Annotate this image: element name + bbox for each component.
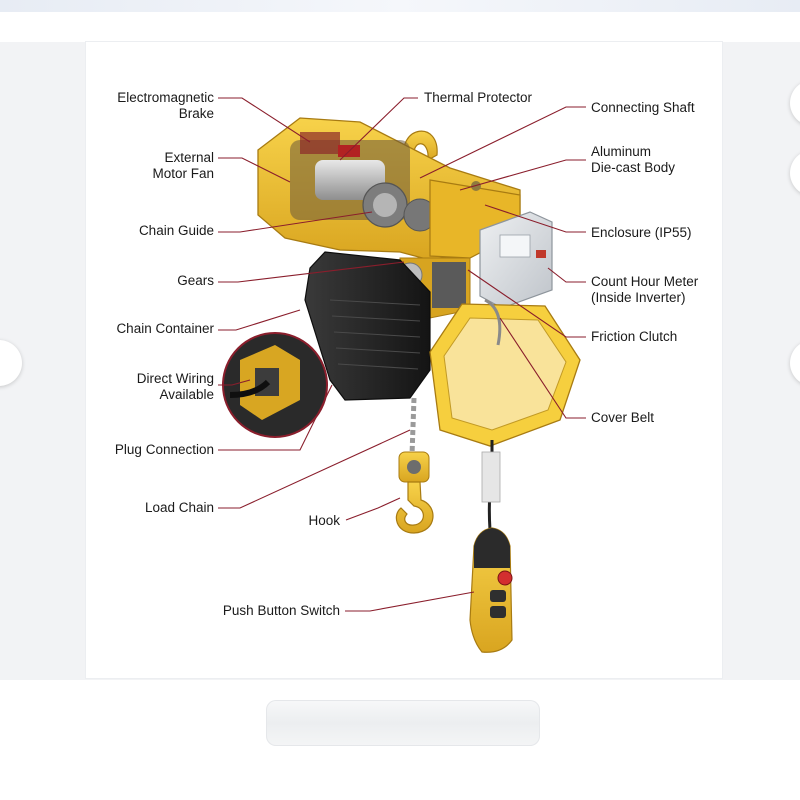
carousel-prev-button[interactable] [0, 340, 22, 386]
label-external-motor-fan-1: External [164, 150, 214, 165]
hook [395, 451, 434, 534]
chain-container [304, 251, 431, 401]
cover-belt-panel [429, 298, 581, 447]
label-count-hour-meter-1: Count Hour Meter [591, 274, 699, 289]
top-strip [0, 0, 800, 12]
label-chain-guide: Chain Guide [139, 223, 214, 238]
load-chain [409, 397, 417, 456]
label-push-button-switch: Push Button Switch [223, 603, 340, 618]
label-hook: Hook [308, 513, 340, 528]
label-count-hour-meter-2: (Inside Inverter) [591, 290, 686, 305]
label-enclosure: Enclosure (IP55) [591, 225, 692, 240]
label-chain-container: Chain Container [116, 321, 214, 336]
label-friction-clutch: Friction Clutch [591, 329, 677, 344]
label-direct-wiring-1: Direct Wiring [137, 371, 214, 386]
motor-cutaway [290, 132, 465, 243]
product-image-card: Electromagnetic Brake External Motor Fan… [86, 42, 722, 678]
placeholder-pill [266, 700, 540, 746]
label-load-chain: Load Chain [145, 500, 214, 515]
carousel-next-button-mid[interactable] [790, 150, 800, 196]
top-band [0, 12, 800, 42]
hoist-diagram: Electromagnetic Brake External Motor Fan… [115, 90, 699, 653]
label-aluminum-body-1: Aluminum [591, 144, 651, 159]
hoist-illustration [222, 117, 581, 653]
carousel-next-button[interactable] [790, 340, 800, 386]
push-button-pendant [469, 527, 513, 653]
label-thermal-protector: Thermal Protector [424, 90, 533, 105]
label-direct-wiring-2: Available [159, 387, 214, 402]
label-connecting-shaft: Connecting Shaft [591, 100, 695, 115]
leader-lines [218, 97, 586, 612]
inverter-enclosure [479, 211, 553, 309]
label-plug-connection: Plug Connection [115, 442, 214, 457]
carousel-next-button-top[interactable] [790, 80, 800, 126]
direct-wiring-detail [222, 332, 328, 438]
label-electromagnetic-brake-2: Brake [179, 106, 214, 121]
label-cover-belt: Cover Belt [591, 410, 654, 425]
label-aluminum-body-2: Die-cast Body [591, 160, 675, 175]
label-external-motor-fan-2: Motor Fan [152, 166, 214, 181]
label-gears: Gears [177, 273, 214, 288]
label-electromagnetic-brake-1: Electromagnetic [117, 90, 214, 105]
